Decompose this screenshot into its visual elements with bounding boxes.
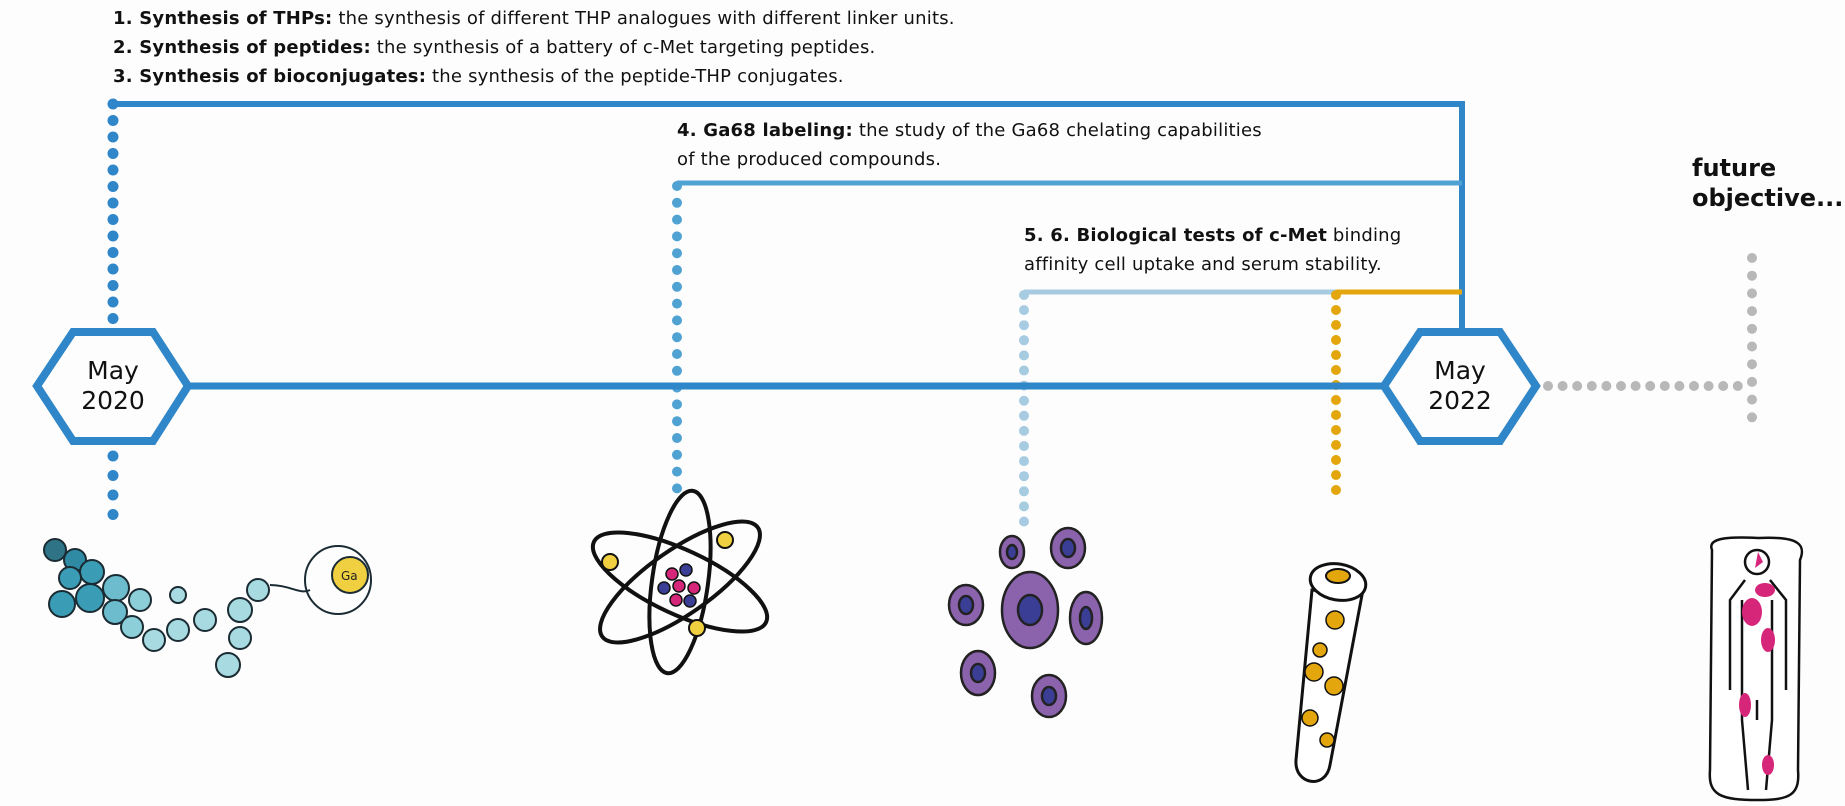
step-5-6-description-line2: affinity cell uptake and serum stability… [1024, 254, 1382, 275]
step-2-description: the synthesis of a battery of c-Met targ… [370, 37, 876, 58]
step-1-text: 1. Synthesis of THPs: the synthesis of d… [113, 4, 955, 33]
step-2-text: 2. Synthesis of peptides: the synthesis … [113, 33, 875, 62]
step-3-text: 3. Synthesis of bioconjugates: the synth… [113, 62, 844, 91]
step-4-text: 4. Ga68 labeling: the study of the Ga68 … [677, 116, 1262, 174]
connector-steps-1-3 [113, 101, 1465, 332]
step-5-6-title: 5. 6. Biological tests of c-Met [1024, 225, 1327, 246]
milestone-label-2020: May 2020 [53, 356, 173, 416]
peptide-chain-icon: Ga [43, 538, 372, 678]
human-body-scan-icon [1708, 536, 1804, 802]
future-objective-label: future objective... [1692, 153, 1843, 213]
step-3-title: 3. Synthesis of bioconjugates: [113, 66, 427, 87]
step-1-title: 1. Synthesis of THPs: [113, 8, 333, 29]
milestone-year: 2022 [1428, 386, 1492, 415]
future-line-1: future [1692, 154, 1777, 182]
step-4-description-line1: the study of the Ga68 chelating capabili… [852, 120, 1262, 141]
step-1-description: the synthesis of different THP analogues… [332, 8, 955, 29]
atom-icon [590, 488, 770, 676]
test-tube-icon [1294, 562, 1368, 783]
future-line-2: objective... [1692, 184, 1844, 212]
milestone-hexagon-2022 [1379, 328, 1541, 445]
milestone-label-2022: May 2022 [1400, 356, 1520, 416]
gallium-label: Ga [341, 569, 358, 583]
milestone-month: May [87, 356, 139, 385]
step-4-description-line2: of the produced compounds. [677, 149, 942, 170]
milestone-year: 2020 [81, 386, 145, 415]
cells-icon [947, 526, 1104, 719]
step-5-6-text: 5. 6. Biological tests of c-Met binding … [1024, 221, 1401, 279]
step-4-title: 4. Ga68 labeling: [677, 120, 853, 141]
step-2-title: 2. Synthesis of peptides: [113, 37, 371, 58]
milestone-month: May [1434, 356, 1486, 385]
step-5-6-description-line1: binding [1327, 225, 1402, 246]
step-3-description: the synthesis of the peptide-THP conjuga… [426, 66, 844, 87]
milestone-hexagon-2020 [32, 328, 193, 445]
